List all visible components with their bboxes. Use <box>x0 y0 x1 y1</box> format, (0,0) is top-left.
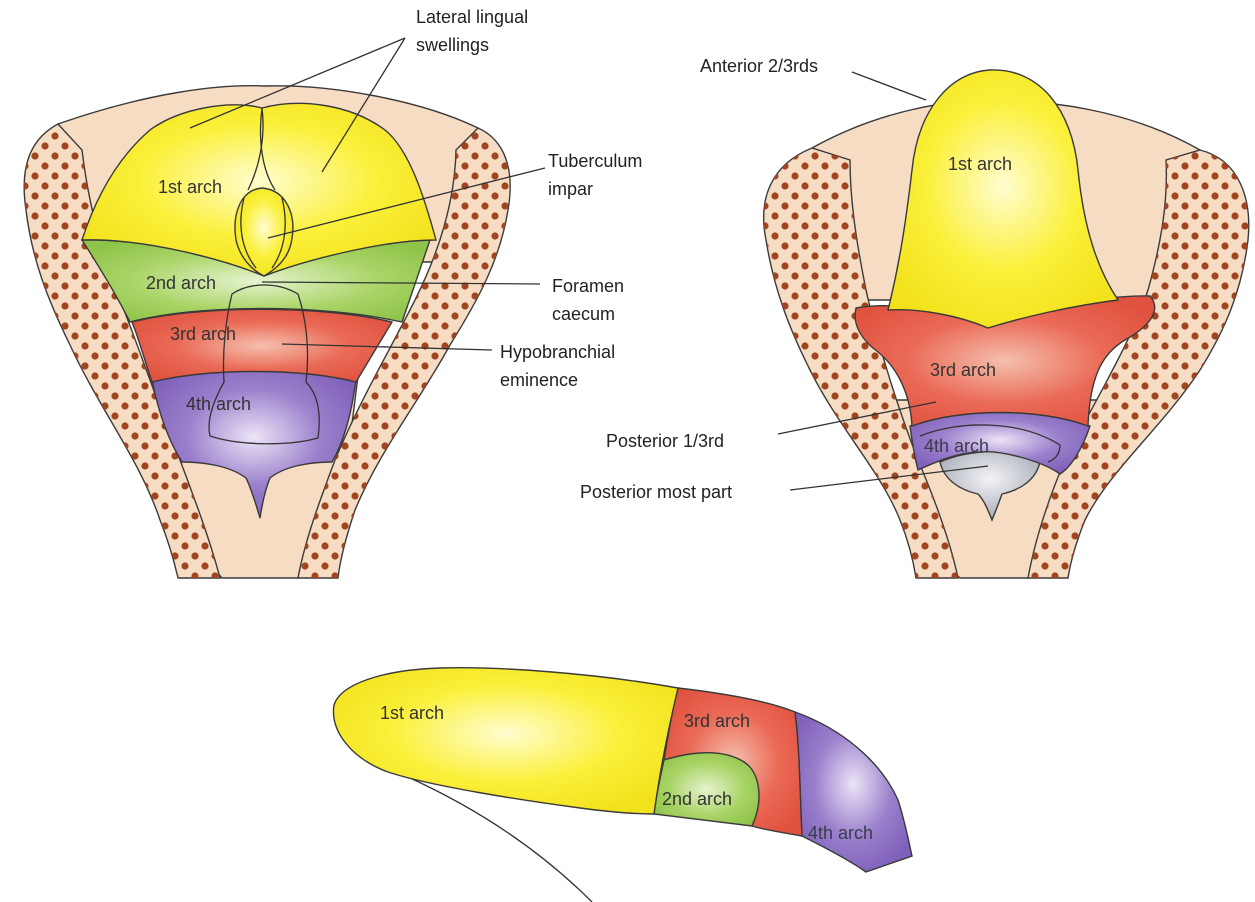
label-lateral-lingual-2: swellings <box>416 35 489 55</box>
left-second-arch-label: 2nd arch <box>146 273 216 293</box>
right-figure: 1st arch 3rd arch 4th arch Anterior 2/3r… <box>580 56 1249 578</box>
label-foramen-1: Foramen <box>552 276 624 296</box>
left-fourth-arch-label: 4th arch <box>186 394 251 414</box>
left-figure: 1st arch 2nd arch 3rd arch 4th arch Late… <box>24 7 642 578</box>
left-first-arch-label: 1st arch <box>158 177 222 197</box>
label-tuberculum-1: Tuberculum <box>548 151 642 171</box>
bottom-third-arch-label: 3rd arch <box>684 711 750 731</box>
bottom-figure: 1st arch 3rd arch 2nd arch 4th arch <box>333 668 912 902</box>
bottom-fourth-arch-label: 4th arch <box>808 823 873 843</box>
leader-anterior <box>852 72 926 100</box>
left-third-arch-label: 3rd arch <box>170 324 236 344</box>
label-anterior: Anterior 2/3rds <box>700 56 818 76</box>
label-hypobranchial-1: Hypobranchial <box>500 342 615 362</box>
bottom-fourth-arch <box>795 712 912 872</box>
bottom-first-arch <box>333 668 678 814</box>
label-foramen-2: caecum <box>552 304 615 324</box>
right-first-arch-label: 1st arch <box>948 154 1012 174</box>
label-tuberculum-2: impar <box>548 179 593 199</box>
label-hypobranchial-2: eminence <box>500 370 578 390</box>
bottom-first-arch-label: 1st arch <box>380 703 444 723</box>
right-third-arch-label: 3rd arch <box>930 360 996 380</box>
label-posterior-most: Posterior most part <box>580 482 732 502</box>
bottom-second-arch-label: 2nd arch <box>662 789 732 809</box>
right-fourth-arch-label: 4th arch <box>924 436 989 456</box>
label-posterior: Posterior 1/3rd <box>606 431 724 451</box>
label-lateral-lingual-1: Lateral lingual <box>416 7 528 27</box>
